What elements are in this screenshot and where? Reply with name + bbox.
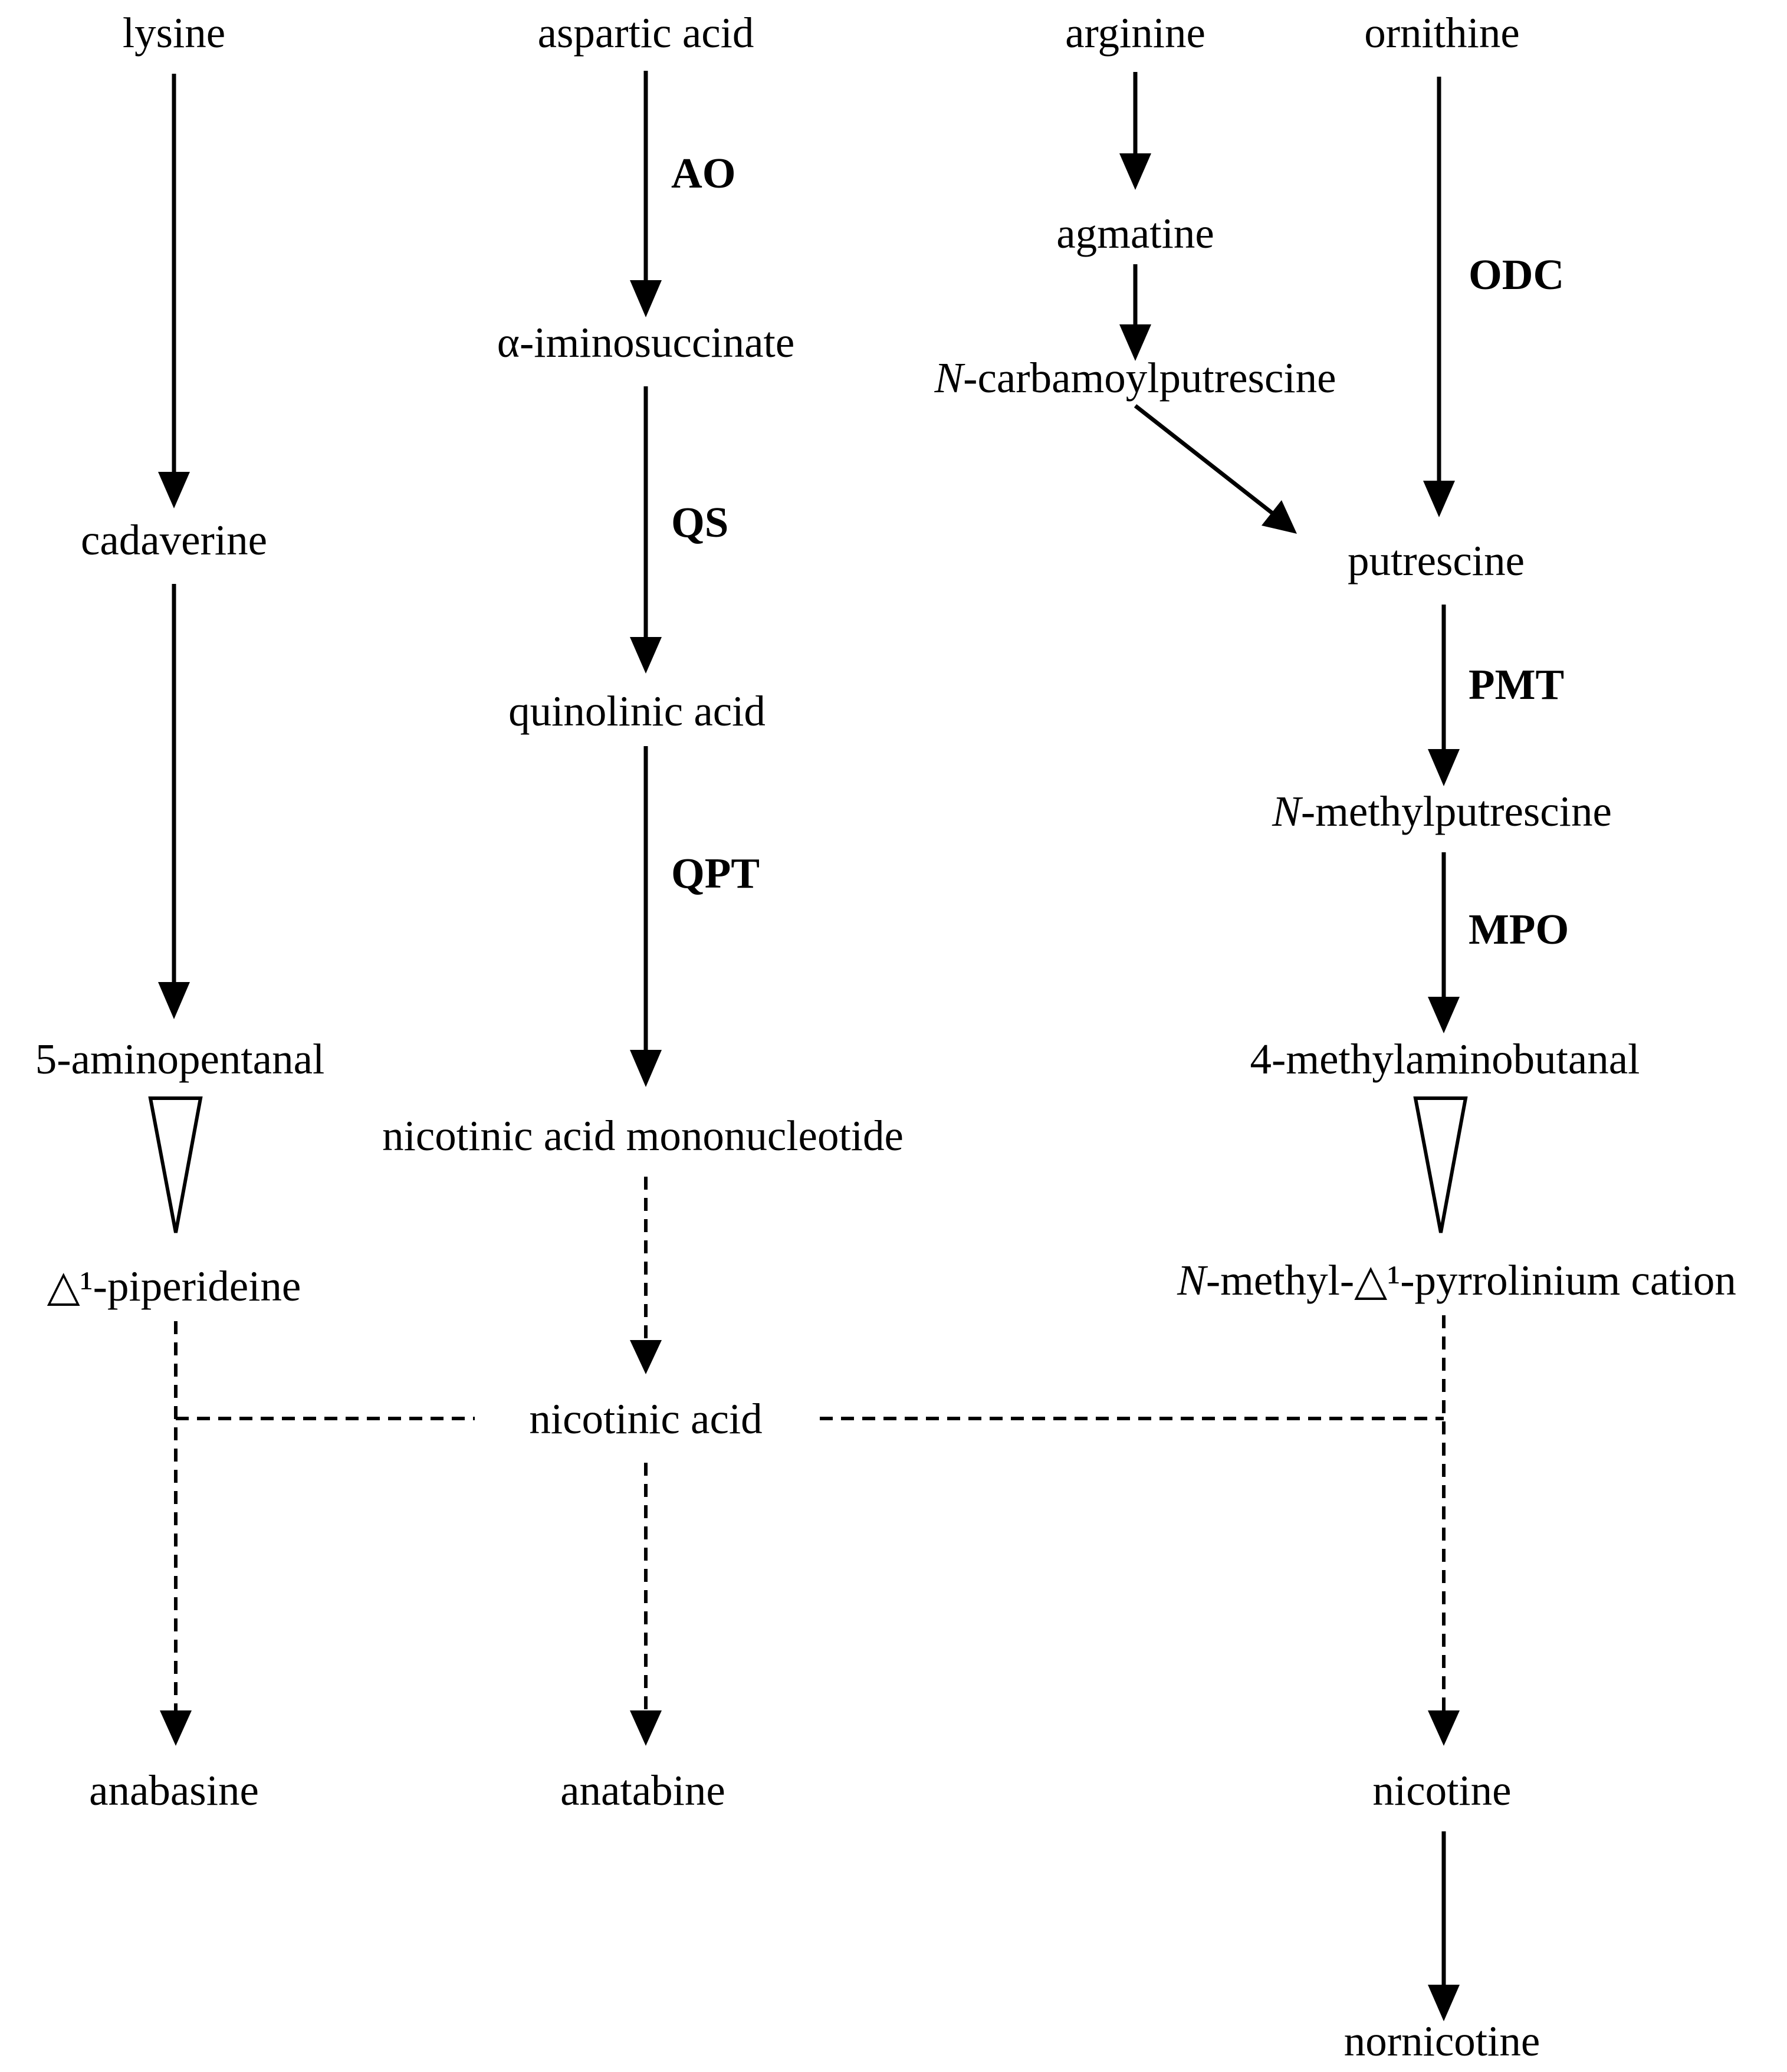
enzyme-mpo: MPO	[1469, 905, 1569, 953]
dashed-arrow-nicotinic-to-anatabine	[630, 1463, 662, 1746]
node-piperideine: △¹-piperideine	[47, 1262, 301, 1310]
enzyme-pmt: PMT	[1469, 661, 1564, 708]
node-lysine: lysine	[123, 9, 225, 57]
dashed-arrow-namn-to-nicotinic-acid	[630, 1177, 662, 1374]
node-quinolinic-acid: quinolinic acid	[508, 687, 766, 735]
arrow-cadaverine-to-aminopentanal	[158, 584, 190, 1019]
node-aspartic-acid: aspartic acid	[538, 9, 754, 57]
node-anabasine: anabasine	[89, 1766, 259, 1814]
dashed-arrow-piperideine-to-anabasine	[160, 1321, 192, 1746]
cyclization-triangle-pyrrolinium	[1413, 1096, 1468, 1233]
node-4-methylaminobutanal: 4-methylaminobutanal	[1250, 1035, 1640, 1083]
arrow-n-methylputrescine-to-methylaminobutanal	[1428, 852, 1460, 1033]
node-n-methylputrescine: N-methylputrescine	[1272, 787, 1612, 835]
node-putrescine: putrescine	[1348, 537, 1525, 585]
node-nicotinic-acid-mononucleotide: nicotinic acid mononucleotide	[382, 1112, 904, 1160]
enzyme-odc: ODC	[1469, 251, 1564, 298]
italic-n: N	[1272, 787, 1303, 835]
arrow-arginine-to-agmatine	[1119, 72, 1151, 190]
arrow-iminosuccinate-to-quinolinic	[630, 386, 662, 674]
node-nicotine: nicotine	[1372, 1766, 1511, 1814]
node-label-rest: -methyl-△¹-pyrrolinium cation	[1206, 1256, 1736, 1304]
node-label-rest: -methylputrescine	[1301, 787, 1612, 835]
node-agmatine: agmatine	[1056, 209, 1214, 257]
arrow-nicotine-to-nornicotine	[1428, 1831, 1460, 2021]
node-alpha-iminosuccinate: α-iminosuccinate	[497, 318, 794, 366]
node-label-rest: -carbamoylputrescine	[963, 354, 1336, 402]
italic-n: N	[1177, 1256, 1208, 1304]
arrow-lysine-to-cadaverine	[158, 74, 190, 508]
dashed-arrow-pyrrolinium-to-nicotine	[1428, 1315, 1460, 1746]
arrow-agmatine-to-carbamoylputrescine	[1119, 264, 1151, 361]
arrow-putrescine-to-n-methylputrescine	[1428, 605, 1460, 786]
node-5-aminopentanal: 5-aminopentanal	[35, 1035, 325, 1083]
enzyme-ao: AO	[671, 149, 736, 197]
node-arginine: arginine	[1065, 9, 1205, 57]
arrow-ornithine-to-putrescine	[1423, 77, 1455, 517]
enzyme-qs: QS	[671, 498, 728, 546]
enzyme-qpt: QPT	[671, 849, 760, 897]
node-ornithine: ornithine	[1364, 9, 1520, 57]
italic-n: N	[934, 354, 965, 402]
node-cadaverine: cadaverine	[81, 516, 267, 564]
node-anatabine: anatabine	[560, 1766, 725, 1814]
node-nicotinic-acid: nicotinic acid	[529, 1395, 762, 1443]
cyclization-triangle-piperideine	[148, 1096, 203, 1233]
arrow-carbamoylputrescine-to-putrescine	[1134, 404, 1297, 534]
node-n-methyl-pyrrolinium-cation: N-methyl-△¹-pyrrolinium cation	[1177, 1256, 1736, 1304]
node-n-carbamoylputrescine: N-carbamoylputrescine	[934, 354, 1336, 402]
arrow-quinolinic-to-namn	[630, 746, 662, 1087]
arrow-aspartic-to-iminosuccinate	[630, 71, 662, 317]
node-nornicotine: nornicotine	[1344, 2017, 1540, 2065]
